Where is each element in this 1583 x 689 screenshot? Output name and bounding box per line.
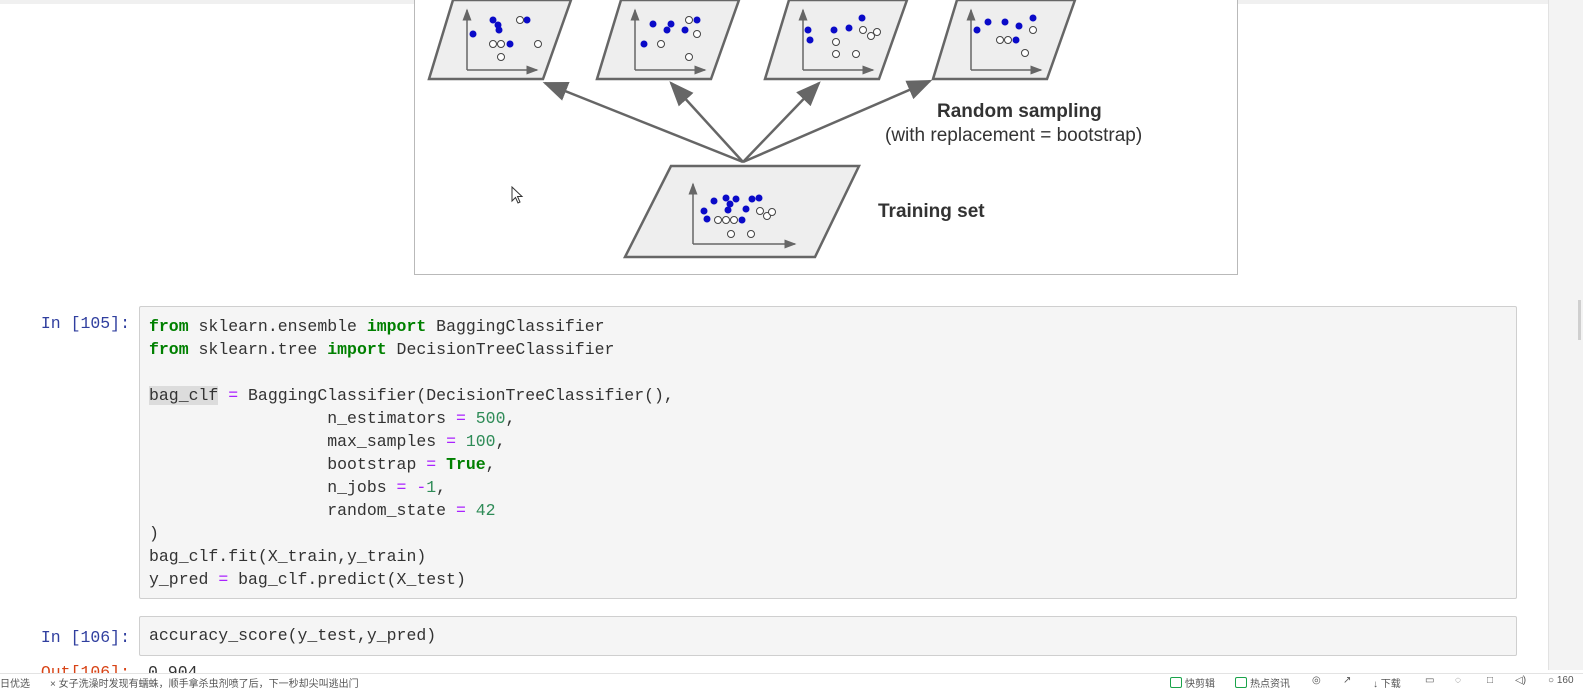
subset-panel-3 (763, 0, 909, 81)
sync-icon[interactable]: ◌ (1455, 675, 1461, 686)
sampling-arrows (542, 79, 933, 164)
quick-edit-button[interactable]: 快剪辑 (1170, 675, 1215, 689)
output-106-value: 0.904 (148, 664, 198, 673)
zoom-indicator[interactable]: ○ 160 (1548, 675, 1574, 686)
mouse-pointer-icon (511, 186, 524, 204)
right-scroll-gutter[interactable] (1548, 0, 1583, 670)
scrollbar-thumb[interactable] (1578, 300, 1581, 340)
subset-panel-2 (595, 0, 741, 81)
tab-icon[interactable]: □ (1487, 675, 1494, 686)
subset-panel-1 (427, 0, 573, 81)
play-icon (1170, 677, 1182, 688)
news-icon (1235, 677, 1247, 688)
subset-panel-4 (931, 0, 1077, 81)
code-cell-106[interactable]: accuracy_score(y_test,y_pred) (139, 616, 1517, 656)
bagging-diagram-svg: Random sampling (with replacement = boot… (427, 0, 1142, 259)
bagging-diagram: Random sampling (with replacement = boot… (414, 0, 1238, 275)
output-106-prompt: Out[106]: (0, 664, 130, 673)
code-cell-105[interactable]: from sklearn.ensemble import BaggingClas… (139, 306, 1517, 599)
code-editor-106[interactable]: accuracy_score(y_test,y_pred) (149, 626, 437, 645)
news-ticker[interactable]: × 女子洗澡时发现有蠕蛛，顺手拿杀虫剂喷了后，下一秒却尖叫逃出门 (50, 679, 359, 689)
cell-105-prompt: In [105]: (40, 314, 130, 333)
arrow-icon[interactable]: ↗ (1343, 675, 1352, 686)
shield-icon[interactable]: ◎ (1312, 675, 1321, 686)
code-editor-105[interactable]: from sklearn.ensemble import BaggingClas… (149, 317, 674, 589)
cell-106-prompt: In [106]: (40, 628, 130, 647)
status-left-text: 日优选 (0, 679, 30, 689)
volume-icon[interactable]: ◁) (1515, 675, 1527, 686)
bootstrap-note-label: (with replacement = bootstrap) (885, 125, 1142, 146)
random-sampling-label: Random sampling (937, 101, 1102, 122)
hot-news-button[interactable]: 热点资讯 (1235, 675, 1290, 689)
download-button[interactable]: ↓ 下载 (1373, 679, 1401, 689)
status-bar: 日优选 × 女子洗澡时发现有蠕蛛，顺手拿杀虫剂喷了后，下一秒却尖叫逃出门 快剪辑… (0, 673, 1583, 689)
training-set-panel (622, 164, 861, 259)
training-set-label: Training set (878, 201, 985, 222)
window-icon[interactable]: ▭ (1425, 675, 1435, 686)
